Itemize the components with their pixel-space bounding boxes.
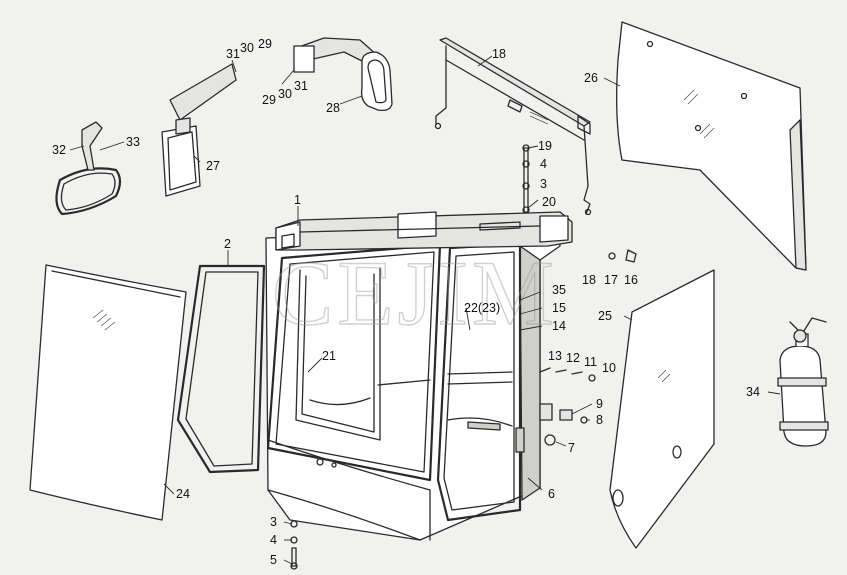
- callout-24: 24: [176, 487, 190, 501]
- watermark-text: CEJIM: [272, 242, 558, 344]
- callout-3-top: 3: [540, 177, 547, 191]
- callout-25: 25: [598, 309, 612, 323]
- part-27-left-mirror: [161, 63, 237, 197]
- callout-27: 27: [206, 159, 220, 173]
- callout-8: 8: [596, 413, 603, 427]
- callout-15: 15: [552, 301, 566, 315]
- callout-2: 2: [224, 237, 231, 251]
- callout-12: 12: [566, 351, 580, 365]
- callout-26: 26: [584, 71, 598, 85]
- callout-17: 17: [604, 273, 618, 287]
- callout-30-top: 30: [240, 41, 254, 55]
- part-18-rear-frame: [434, 37, 592, 216]
- callout-28: 28: [326, 101, 340, 115]
- callout-9: 9: [596, 397, 603, 411]
- callout-30-bottom: 30: [278, 87, 292, 101]
- part-25-side-glass: [609, 269, 715, 549]
- callout-22-23: 22(23): [464, 301, 500, 315]
- callout-11: 11: [584, 355, 597, 369]
- part-32-interior-mirror: [55, 121, 122, 216]
- callout-20: 20: [542, 195, 556, 209]
- callout-labels: 1 2 3 3 4 4 5 6 7 8 9 10 11 12 13 14 15 …: [52, 37, 760, 567]
- callout-19: 19: [538, 139, 552, 153]
- callout-14: 14: [552, 319, 566, 333]
- callout-1: 1: [294, 193, 301, 207]
- part-34-fire-extinguisher: [777, 317, 829, 447]
- fasteners-16-17: [608, 249, 637, 263]
- callout-34: 34: [746, 385, 760, 399]
- callout-6: 6: [548, 487, 555, 501]
- fasteners-19-20: [522, 144, 530, 214]
- callout-33: 33: [126, 135, 140, 149]
- callout-18-bottom: 18: [582, 273, 596, 287]
- callout-4-top: 4: [540, 157, 547, 171]
- part-28-right-mirror: [293, 37, 393, 112]
- callout-5: 5: [270, 553, 277, 567]
- callout-4-bottom: 4: [270, 533, 277, 547]
- callout-18-top: 18: [492, 47, 506, 61]
- callout-13: 13: [548, 349, 562, 363]
- callout-10: 10: [602, 361, 616, 375]
- callout-16: 16: [624, 273, 638, 287]
- callout-31-top: 31: [226, 47, 240, 61]
- part-2-door-seal: [176, 264, 266, 474]
- fasteners-7-13: [539, 367, 596, 446]
- callout-3-bottom: 3: [270, 515, 277, 529]
- callout-32: 32: [52, 143, 66, 157]
- callout-35: 35: [552, 283, 566, 297]
- callout-21: 21: [322, 349, 336, 363]
- part-6-cab-body: [265, 227, 561, 541]
- callout-29-top: 29: [258, 37, 272, 51]
- part-24-front-glass: [29, 264, 187, 521]
- callout-7: 7: [568, 441, 575, 455]
- part-1-roof-frame: [275, 211, 573, 251]
- callout-29-bottom: 29: [262, 93, 276, 107]
- part-26-rear-glass: [616, 21, 807, 271]
- callout-31-bottom: 31: [294, 79, 308, 93]
- fasteners-3-4-5: [290, 520, 298, 570]
- leader-lines: [69, 55, 781, 565]
